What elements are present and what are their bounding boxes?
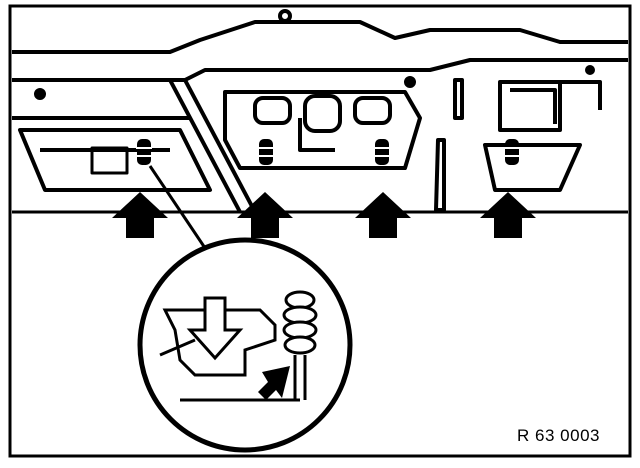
screw-group xyxy=(136,139,520,165)
reference-code: R 63 0003 xyxy=(517,426,600,445)
figure-frame xyxy=(8,4,632,458)
detail-view xyxy=(137,237,353,453)
detail-leader-line xyxy=(148,165,207,249)
screw-2 xyxy=(258,139,274,165)
screw-1 xyxy=(136,139,152,165)
screw-3 xyxy=(374,139,390,165)
arrow-down-icon xyxy=(186,296,244,361)
arrow-up-icon xyxy=(480,192,536,238)
arrow-up-icon xyxy=(112,192,168,238)
screw-4 xyxy=(504,139,520,165)
pointer-arrow-icon xyxy=(258,366,290,400)
arrow-group xyxy=(112,192,536,238)
enlarged-screw xyxy=(282,290,318,400)
arrow-up-icon xyxy=(355,192,411,238)
vehicle-panel xyxy=(12,9,628,214)
arrow-up-icon xyxy=(237,192,293,238)
